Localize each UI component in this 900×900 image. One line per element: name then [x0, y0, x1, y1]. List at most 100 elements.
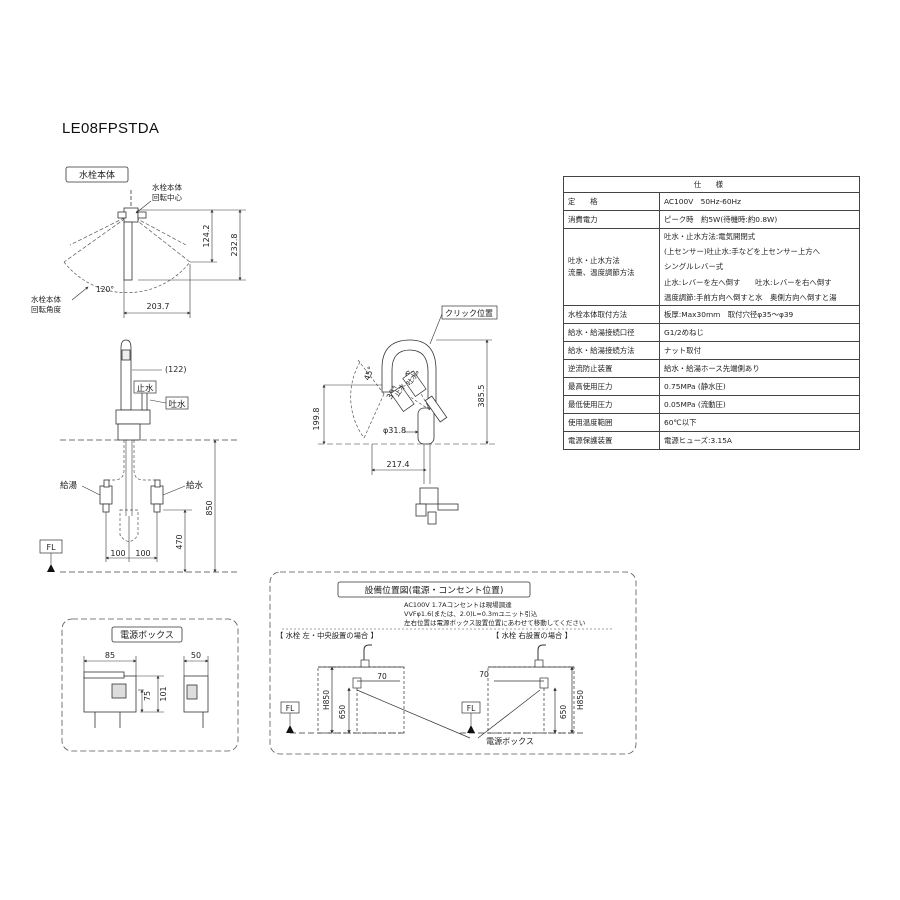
rotation-arc	[63, 214, 191, 294]
spec-value: 電源ヒューズ:3.15A	[659, 431, 860, 451]
rotation-center-label: 水栓本体 回転中心	[152, 182, 184, 202]
spec-value: 0.05MPa (流動圧)	[659, 395, 860, 415]
spec-label: 消費電力	[563, 210, 660, 229]
power-box-title: 電源ボックス	[120, 630, 174, 641]
spec-value: 板厚:Max30mm 取付穴径φ35～φ39	[659, 305, 860, 325]
dim-100-left: 100	[110, 549, 125, 558]
dim-650-left: 650	[338, 705, 347, 720]
floor-left: FL	[286, 704, 295, 713]
spec-label: 最高使用圧力	[563, 377, 660, 397]
spec-title: 仕 様	[563, 176, 860, 193]
angle-45: 45°	[362, 365, 375, 381]
spec-label: 使用温度範囲	[563, 413, 660, 433]
rotation-angle-label: 水栓本体 回転角度	[31, 294, 63, 314]
power-box-dims	[83, 656, 209, 713]
spec-label: 給水・給湯接続方法	[563, 341, 660, 361]
dim-217-4: 217.4	[387, 460, 410, 469]
spec-label: 逆流防止装置	[563, 359, 660, 379]
click-position-label: クリック位置	[445, 308, 493, 318]
model-number: LE08FPSTDA	[62, 120, 160, 137]
spout-spout-box	[402, 370, 427, 397]
equipment-title: 設備位置図(電源・コンセント位置)	[365, 584, 504, 596]
rotation-center-leader	[135, 200, 152, 214]
power-box-title-box	[111, 626, 183, 643]
right-case-label: 【 水栓 右設置の場合 】	[492, 631, 572, 640]
spec-row-protection: 電源保護装置電源ヒューズ:3.15A	[563, 431, 860, 451]
dim-width: 203.7	[147, 302, 170, 311]
spec-value: 0.75MPa (静水圧)	[659, 377, 860, 397]
power-box-frame	[61, 618, 239, 752]
faucet-body-title: 水栓本体	[79, 169, 115, 181]
spec-value: ピーク時 約5W(待機時:約0.8W)	[659, 210, 860, 229]
faucet-top-shape	[117, 190, 147, 281]
dim-85: 85	[105, 651, 115, 660]
spec-value: G1/2めねじ	[659, 323, 860, 343]
stop-label: 止水	[136, 383, 154, 394]
spout-dims	[318, 339, 498, 475]
dim-122: (122)	[165, 365, 187, 374]
dim-h850-left: H850	[322, 690, 331, 710]
hot-supply-label: 給湯	[60, 480, 78, 491]
spec-label: 給水・給湯接続口径	[563, 323, 660, 343]
dim-100-right: 100	[135, 549, 150, 558]
spout-shape	[381, 339, 448, 445]
dim-850: 850	[205, 500, 214, 515]
spec-label: 水栓本体取付方法	[563, 305, 660, 325]
spec-value: 吐水・止水方法:電気開閉式 (上センサー)吐止水:手などを上センサー上方へ シン…	[659, 227, 860, 307]
spec-table-header: 仕 様	[563, 176, 860, 193]
floor-label: FL	[46, 543, 56, 552]
left-case-drawing	[290, 644, 471, 739]
faucet-side-shape	[115, 339, 151, 441]
dim-h850-right: H850	[576, 690, 585, 710]
spec-value: ナット取付	[659, 341, 860, 361]
spec-value: 給水・給湯ホース先端側あり	[659, 359, 860, 379]
dim-385-5: 385.5	[477, 385, 486, 408]
power-box-side	[183, 675, 209, 728]
spec-row-power: 消費電力ピーク時 約5W(待機時:約0.8W)	[563, 210, 860, 229]
spec-row-backflow: 逆流防止装置給水・給湯ホース先端側あり	[563, 359, 860, 379]
side-view-section: (122) 止水 吐水 給湯 給水 470 850 100 100 FL	[39, 339, 240, 573]
spec-label: 最低使用圧力	[563, 395, 660, 415]
spec-row-connection: 給水・給湯接続方法ナット取付	[563, 341, 860, 361]
spec-label: 電源保護装置	[563, 431, 660, 451]
floor-marker	[47, 564, 55, 572]
dim-101: 101	[159, 686, 168, 701]
dim-70-right: 70	[479, 670, 489, 679]
faucet-body-section: 水栓本体 水栓本体 回転中心 120° 水栓本体 回転角度	[31, 166, 246, 318]
rotation-angle-leader	[71, 286, 89, 301]
dim-199-8: 199.8	[312, 408, 321, 431]
left-case-label: 【 水栓 左・中央設置の場合 】	[276, 631, 378, 640]
floor-right: FL	[467, 704, 476, 713]
cold-supply-label: 給水	[186, 480, 204, 491]
dim-470: 470	[175, 534, 184, 549]
power-box-section: 電源ボックス 85 50 75 101	[61, 618, 239, 752]
spec-label: 定 格	[563, 192, 660, 211]
spout-view-section: クリック位置 45° 60° 30° 止水 吐水 199.8 385.5 φ31…	[312, 305, 498, 525]
spec-row-operation: 吐水・止水方法 流量、温度調節方法 吐水・止水方法:電気開閉式 (上センサー)吐…	[563, 227, 860, 307]
faucet-body-dims	[123, 209, 246, 318]
faucet-body-title-box	[65, 166, 129, 183]
equipment-title-box	[337, 581, 531, 598]
right-case-drawing	[460, 644, 584, 739]
dim-650-right: 650	[559, 705, 568, 720]
rotation-angle-value: 120°	[96, 285, 114, 294]
equipment-layout-section: 設備位置図(電源・コンセント位置) AC100V 1.7Aコンセントは現場調達 …	[269, 571, 637, 755]
supply-hoses	[107, 440, 157, 542]
power-box-label: 電源ボックス	[486, 737, 534, 746]
spout-hoses	[423, 444, 431, 484]
spout-valves	[415, 487, 459, 525]
equipment-frame	[269, 571, 637, 755]
stop-label-box	[133, 380, 157, 394]
spout-label: 吐水	[168, 399, 186, 410]
dim-50: 50	[191, 651, 201, 660]
spout-stop-box	[390, 385, 415, 412]
dim-height-upper: 124.2	[202, 225, 211, 248]
click-position-box	[441, 305, 498, 320]
side-view-dims	[105, 439, 217, 573]
spec-value: 60℃以下	[659, 413, 860, 433]
